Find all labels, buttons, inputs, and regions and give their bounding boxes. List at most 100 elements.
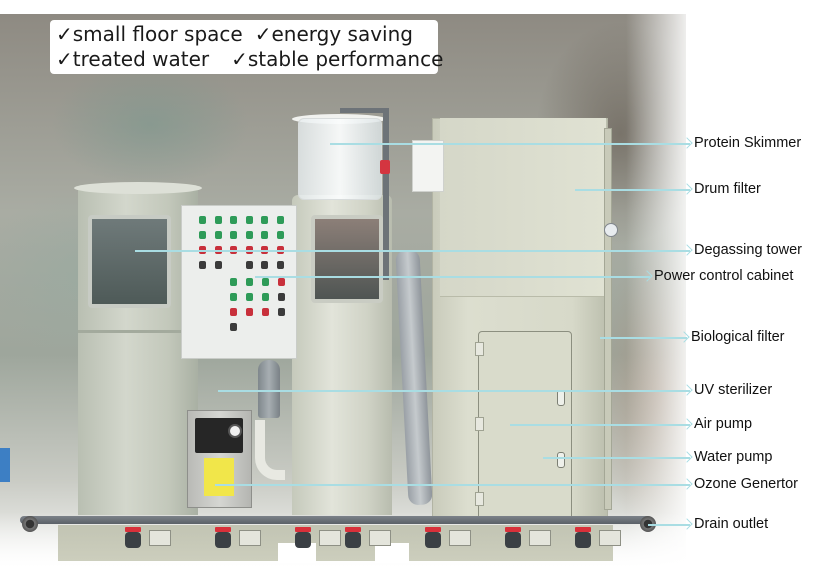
control-button-icon bbox=[230, 323, 237, 331]
label-uv-sterilizer: UV sterilizer bbox=[694, 382, 773, 398]
indicator-light-icon bbox=[261, 231, 268, 239]
drain-pipe bbox=[20, 516, 650, 524]
tower-left-band bbox=[78, 330, 198, 333]
ozone-warning-label bbox=[204, 458, 234, 496]
skimmer-control-box bbox=[412, 140, 444, 192]
indicator-light-icon bbox=[261, 261, 268, 269]
drain-outlet-plate bbox=[449, 530, 471, 546]
indicator-light-icon bbox=[199, 216, 206, 224]
drain-outlet-end-icon bbox=[22, 516, 38, 532]
leader-line-air-pump bbox=[510, 424, 690, 426]
hinge-icon bbox=[475, 342, 484, 356]
ozone-dial-icon bbox=[228, 424, 242, 438]
feature-small-floor-space: ✓small floor space bbox=[56, 22, 243, 46]
drain-valve-icon bbox=[295, 532, 311, 548]
red-valve-icon bbox=[380, 160, 390, 174]
features-row-1: ✓small floor space ✓energy saving bbox=[56, 22, 432, 47]
drain-valve-icon bbox=[125, 532, 141, 548]
label-ozone-generator: Ozone Genertor bbox=[694, 476, 798, 492]
valve-handle-icon bbox=[505, 527, 521, 532]
indicator-light-icon bbox=[276, 231, 284, 239]
door-latch-icon bbox=[557, 452, 565, 468]
indicator-light-icon bbox=[276, 261, 284, 269]
leader-line-biological-filter bbox=[600, 337, 687, 339]
valve-handle-icon bbox=[345, 527, 361, 532]
base-gap bbox=[278, 543, 316, 563]
pipe-elbow bbox=[255, 420, 285, 480]
label-drum-filter: Drum filter bbox=[694, 181, 761, 197]
drain-outlet-plate bbox=[319, 530, 341, 546]
valve-handle-icon bbox=[295, 527, 311, 532]
housing-side-pipe bbox=[604, 128, 612, 510]
feature-energy-saving: ✓energy saving bbox=[254, 22, 413, 46]
indicator-light-icon bbox=[199, 261, 206, 269]
drain-outlet-plate bbox=[529, 530, 551, 546]
indicator-light-icon bbox=[214, 216, 222, 224]
leader-line-ozone-generator bbox=[215, 484, 690, 486]
control-button-icon bbox=[278, 308, 285, 316]
control-button-icon bbox=[230, 278, 237, 286]
control-button-icon bbox=[246, 278, 253, 286]
control-button-icon bbox=[278, 293, 285, 301]
drain-valve-icon bbox=[505, 532, 521, 548]
label-air-pump: Air pump bbox=[694, 416, 753, 432]
hinge-icon bbox=[475, 492, 484, 506]
valve-handle-icon bbox=[125, 527, 141, 532]
tower-center-window bbox=[311, 215, 383, 303]
label-degassing-tower: Degassing tower bbox=[694, 242, 802, 258]
pressure-gauge-icon bbox=[604, 223, 618, 237]
drain-outlet-plate bbox=[239, 530, 261, 546]
power-control-cabinet bbox=[181, 205, 297, 359]
door-latch-icon bbox=[557, 390, 565, 406]
indicator-light-icon bbox=[214, 231, 222, 239]
features-box: ✓small floor space ✓energy saving ✓treate… bbox=[50, 20, 443, 74]
drain-valve-icon bbox=[215, 532, 231, 548]
features-row-2: ✓treated water ✓stable performance bbox=[56, 47, 443, 72]
leader-line-degassing-tower bbox=[135, 250, 690, 252]
valve-handle-icon bbox=[575, 527, 591, 532]
control-button-icon bbox=[262, 293, 269, 301]
drain-valve-icon bbox=[425, 532, 441, 548]
indicator-light-icon bbox=[245, 216, 253, 224]
feature-stable-performance: ✓stable performance bbox=[231, 47, 444, 71]
leader-line-protein-skimmer bbox=[330, 143, 690, 145]
leader-line-drum-filter bbox=[575, 189, 690, 191]
tower-left-window bbox=[88, 215, 171, 308]
indicator-light-icon bbox=[214, 261, 222, 269]
top-pipe-vertical bbox=[383, 110, 389, 280]
control-button-icon bbox=[262, 278, 269, 286]
indicator-light-icon bbox=[245, 261, 253, 269]
control-button-icon bbox=[246, 293, 253, 301]
control-button-icon bbox=[262, 308, 269, 316]
indicator-light-icon bbox=[245, 231, 253, 239]
drain-outlet-plate bbox=[149, 530, 171, 546]
valve-handle-icon bbox=[425, 527, 441, 532]
feature-treated-water: ✓treated water bbox=[56, 47, 210, 71]
protein-skimmer bbox=[298, 118, 382, 200]
drain-outlet-plate bbox=[599, 530, 621, 546]
photo-fade-right bbox=[626, 14, 686, 582]
indicator-light-icon bbox=[199, 231, 206, 239]
label-protein-skimmer: Protein Skimmer bbox=[694, 135, 802, 151]
base-gap bbox=[375, 543, 409, 563]
indicator-light-icon bbox=[276, 216, 284, 224]
hinge-icon bbox=[475, 417, 484, 431]
control-button-icon bbox=[230, 308, 237, 316]
control-button-icon bbox=[230, 293, 237, 301]
control-button-icon bbox=[246, 308, 253, 316]
tower-left-rim bbox=[74, 182, 202, 194]
leader-line-uv-sterilizer bbox=[218, 390, 690, 392]
leader-line-power-control-cabinet bbox=[255, 276, 650, 278]
leader-line-water-pump bbox=[543, 457, 690, 459]
label-drain-outlet: Drain outlet bbox=[694, 516, 769, 532]
control-button-icon bbox=[278, 278, 285, 286]
background-blue-object bbox=[0, 448, 10, 482]
label-power-control-cabinet: Power control cabinet bbox=[654, 268, 794, 284]
water-pump-body bbox=[258, 360, 280, 418]
indicator-light-icon bbox=[261, 216, 268, 224]
drain-valve-icon bbox=[575, 532, 591, 548]
indicator-light-icon bbox=[230, 216, 237, 224]
leader-line-drain-outlet bbox=[648, 524, 690, 526]
top-pipe-horizontal bbox=[340, 108, 389, 113]
drum-filter-section bbox=[440, 118, 606, 297]
